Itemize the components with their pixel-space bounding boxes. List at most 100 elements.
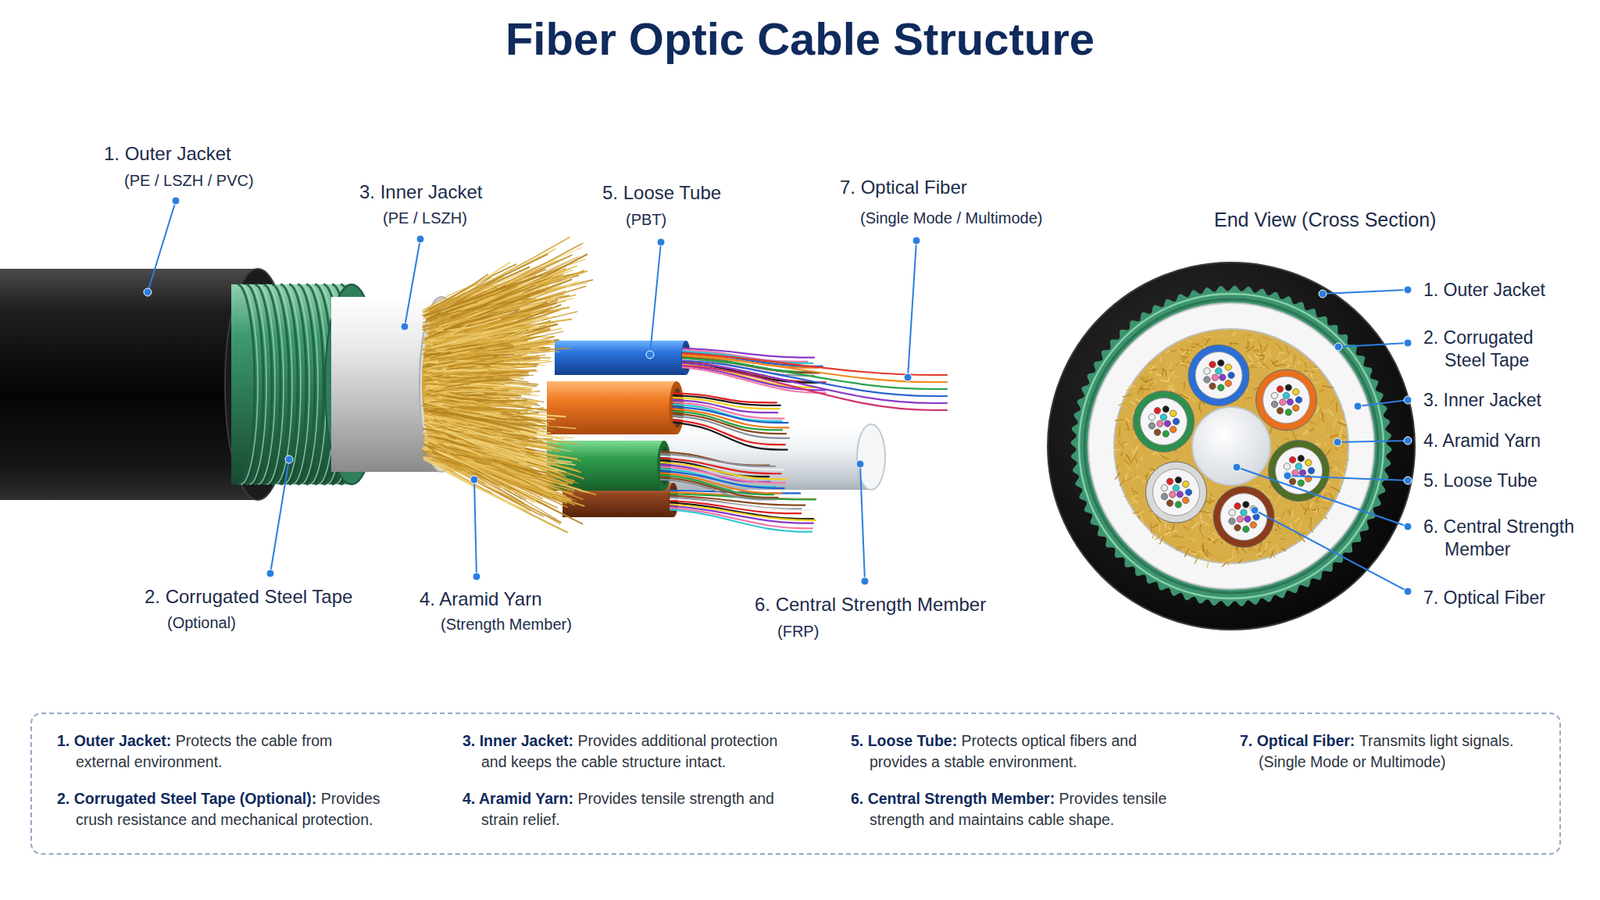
yarn-fibre (1328, 460, 1339, 465)
yarn-fibre (1167, 533, 1174, 535)
yarn-fibre (1180, 356, 1189, 358)
yarn-fibre (1292, 430, 1297, 440)
yarn-fibre (1192, 399, 1197, 403)
yarn-fibre (1248, 546, 1251, 551)
yarn-fibre (1124, 428, 1132, 430)
yarn-fibre (1275, 364, 1286, 367)
optical-fiber-strand (660, 477, 779, 498)
yarn-fibre (1125, 454, 1130, 460)
yarn-fibre (1142, 454, 1148, 458)
corrugation-ridge (266, 284, 284, 485)
yarn-fibre (1253, 485, 1261, 487)
yarn-fibre (1150, 368, 1158, 371)
yarn-fibre (1152, 528, 1155, 539)
yarn-strand (439, 276, 530, 318)
yarn-strand (440, 302, 478, 317)
xsec-steel-tape (1071, 285, 1393, 608)
yarn-strand (446, 396, 528, 401)
yarn-fibre (1145, 378, 1153, 383)
loose-tube (554, 340, 947, 411)
yarn-strand (425, 275, 544, 317)
yarn-fibre (1121, 441, 1125, 445)
yarn-fibre (1298, 521, 1301, 531)
yarn-fibre (1153, 379, 1157, 387)
yarn-fibre (1332, 469, 1340, 472)
corrugation-ridge (249, 284, 267, 485)
yarn-fibre (1327, 406, 1332, 412)
optical-fiber-strand (673, 413, 786, 434)
yarn-fibre (1168, 362, 1172, 369)
corrugation-ridge (300, 284, 318, 485)
yarn-fibre (1175, 548, 1181, 550)
corrugation-ridge (292, 284, 310, 485)
yarn-fibre (1264, 364, 1269, 370)
yarn-fibre (1175, 535, 1184, 539)
yarn-fibre (1185, 522, 1194, 530)
yarn-fibre (1179, 350, 1182, 356)
yarn-fibre (1194, 554, 1199, 564)
yarn-fibre (1232, 339, 1240, 347)
yarn-strand (433, 385, 487, 391)
yarn-fibre (1326, 421, 1329, 431)
xsec-steel-highlight (1078, 293, 1384, 599)
yarn-strand (433, 419, 543, 442)
yarn-fibre (1335, 403, 1338, 413)
optical-fiber-strand (673, 420, 786, 445)
yarn-fibre (1269, 426, 1272, 434)
yarn-strand (423, 457, 516, 493)
yarn-fibre (1318, 414, 1321, 424)
yarn-strand (429, 326, 533, 343)
corrugation-ridge (275, 284, 293, 485)
yarn-fibre (1218, 554, 1225, 561)
yarn-fibre (1261, 336, 1271, 340)
yarn-strand (450, 358, 494, 360)
yarn-fibre (1181, 350, 1187, 356)
yarn-strand (425, 391, 515, 406)
yarn-fibre (1258, 542, 1262, 551)
yarn-fibre (1149, 382, 1154, 387)
yarn-fibre (1294, 517, 1300, 522)
yarn-fibre (1113, 449, 1120, 450)
yarn-fibre (1289, 508, 1293, 516)
yarn-fibre (1232, 332, 1236, 336)
yarn-fibre (1207, 510, 1213, 519)
yarn-strand (443, 379, 515, 388)
yarn-fibre (1148, 359, 1157, 365)
yarn-fibre (1184, 343, 1192, 352)
yarn-fibre (1343, 459, 1350, 461)
yarn-fibre (1135, 457, 1138, 464)
yarn-fibre (1139, 376, 1147, 383)
yarn-strand (447, 363, 491, 367)
yarn-fibre (1203, 335, 1213, 338)
yarn-fibre (1125, 443, 1130, 446)
yarn-fibre (1294, 503, 1297, 513)
yarn-fibre (1154, 452, 1161, 458)
yarn-fibre (1183, 381, 1186, 390)
yarn-fibre (1262, 343, 1268, 354)
yarn-strand (421, 284, 479, 312)
corrugation-groove (237, 284, 255, 485)
yarn-strand (439, 307, 500, 319)
yarn-fibre (1208, 495, 1218, 502)
yarn-fibre (1175, 363, 1179, 367)
yarn-fibre (1262, 549, 1268, 554)
yarn-fibre (1191, 346, 1197, 348)
yarn-strand (431, 460, 585, 508)
yarn-fibre (1127, 450, 1132, 454)
yarn-strand (444, 268, 572, 325)
yarn-fibre (1192, 553, 1197, 555)
yarn-fibre (1184, 548, 1189, 557)
xsec-outer-jacket (1047, 262, 1415, 630)
yarn-fibre (1156, 367, 1161, 369)
yarn-strand (432, 451, 568, 504)
yarn-fibre (1281, 358, 1289, 362)
cross-section (1047, 262, 1415, 630)
yarn-strand (443, 407, 545, 411)
yarn-strand (435, 389, 485, 393)
yarn-fibre (1120, 451, 1123, 456)
yarn-fibre (1302, 432, 1308, 434)
yarn-strand (444, 429, 529, 461)
yarn-strand (449, 407, 490, 409)
yarn-strand (435, 307, 553, 345)
yarn-fibre (1147, 387, 1154, 390)
